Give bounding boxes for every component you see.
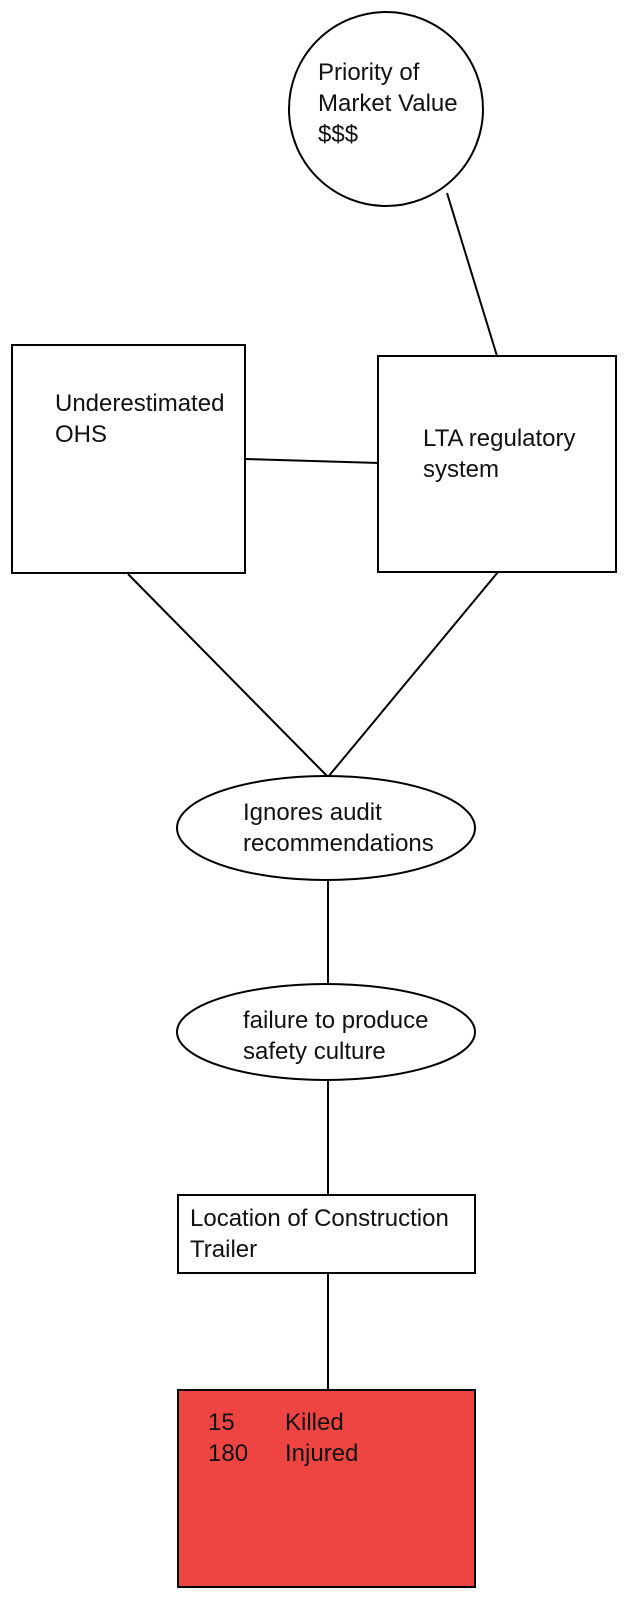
casualty-row-killed: 15 Killed bbox=[208, 1407, 358, 1438]
connector-lta-to-audit bbox=[327, 571, 499, 778]
ohs-box-shape bbox=[11, 344, 246, 574]
casualty-box-shape bbox=[177, 1389, 476, 1588]
safety-ellipse-shape bbox=[176, 983, 476, 1081]
priority-circle-label: Priority of Market Value $$$ bbox=[318, 57, 458, 150]
priority-line-2: Market Value bbox=[318, 90, 458, 117]
casualty-killed-count: 15 bbox=[208, 1409, 235, 1436]
safety-line-2: safety culture bbox=[243, 1038, 386, 1065]
trailer-line-2: Trailer bbox=[190, 1236, 258, 1263]
ohs-box-label: Underestimated OHS bbox=[55, 388, 224, 450]
casualty-killed-label: Killed bbox=[285, 1409, 344, 1436]
lta-line-1: LTA regulatory bbox=[423, 425, 576, 452]
connector-ohs-to-lta bbox=[244, 458, 380, 464]
trailer-line-1: Location of Construction bbox=[190, 1205, 449, 1232]
trailer-box-label: Location of Construction Trailer bbox=[190, 1203, 449, 1265]
casualty-injured-count: 180 bbox=[208, 1440, 249, 1467]
casualty-row-injured: 180 Injured bbox=[208, 1438, 358, 1469]
priority-circle-shape bbox=[288, 11, 484, 207]
safety-line-1: failure to produce bbox=[243, 1007, 429, 1034]
lta-box-label: LTA regulatory system bbox=[423, 423, 576, 485]
audit-ellipse-label: Ignores audit recommendations bbox=[243, 797, 434, 859]
ohs-line-2: OHS bbox=[55, 421, 108, 448]
audit-ellipse-shape bbox=[176, 775, 476, 881]
lta-line-2: system bbox=[423, 456, 500, 483]
safety-ellipse-label: failure to produce safety culture bbox=[243, 1005, 428, 1067]
ohs-line-1: Underestimated bbox=[55, 390, 225, 417]
lta-box-shape bbox=[377, 355, 617, 573]
audit-line-2: recommendations bbox=[243, 830, 434, 857]
connector-priority-to-lta bbox=[446, 192, 498, 357]
casualty-box-label: 15 Killed 180 Injured bbox=[208, 1407, 358, 1469]
priority-line-3: $$$ bbox=[318, 121, 359, 148]
audit-line-1: Ignores audit bbox=[243, 799, 382, 826]
trailer-box-shape bbox=[177, 1194, 476, 1274]
connector-ohs-to-audit bbox=[127, 573, 329, 778]
casualty-injured-label: Injured bbox=[285, 1440, 359, 1467]
priority-line-1: Priority of bbox=[318, 59, 420, 86]
